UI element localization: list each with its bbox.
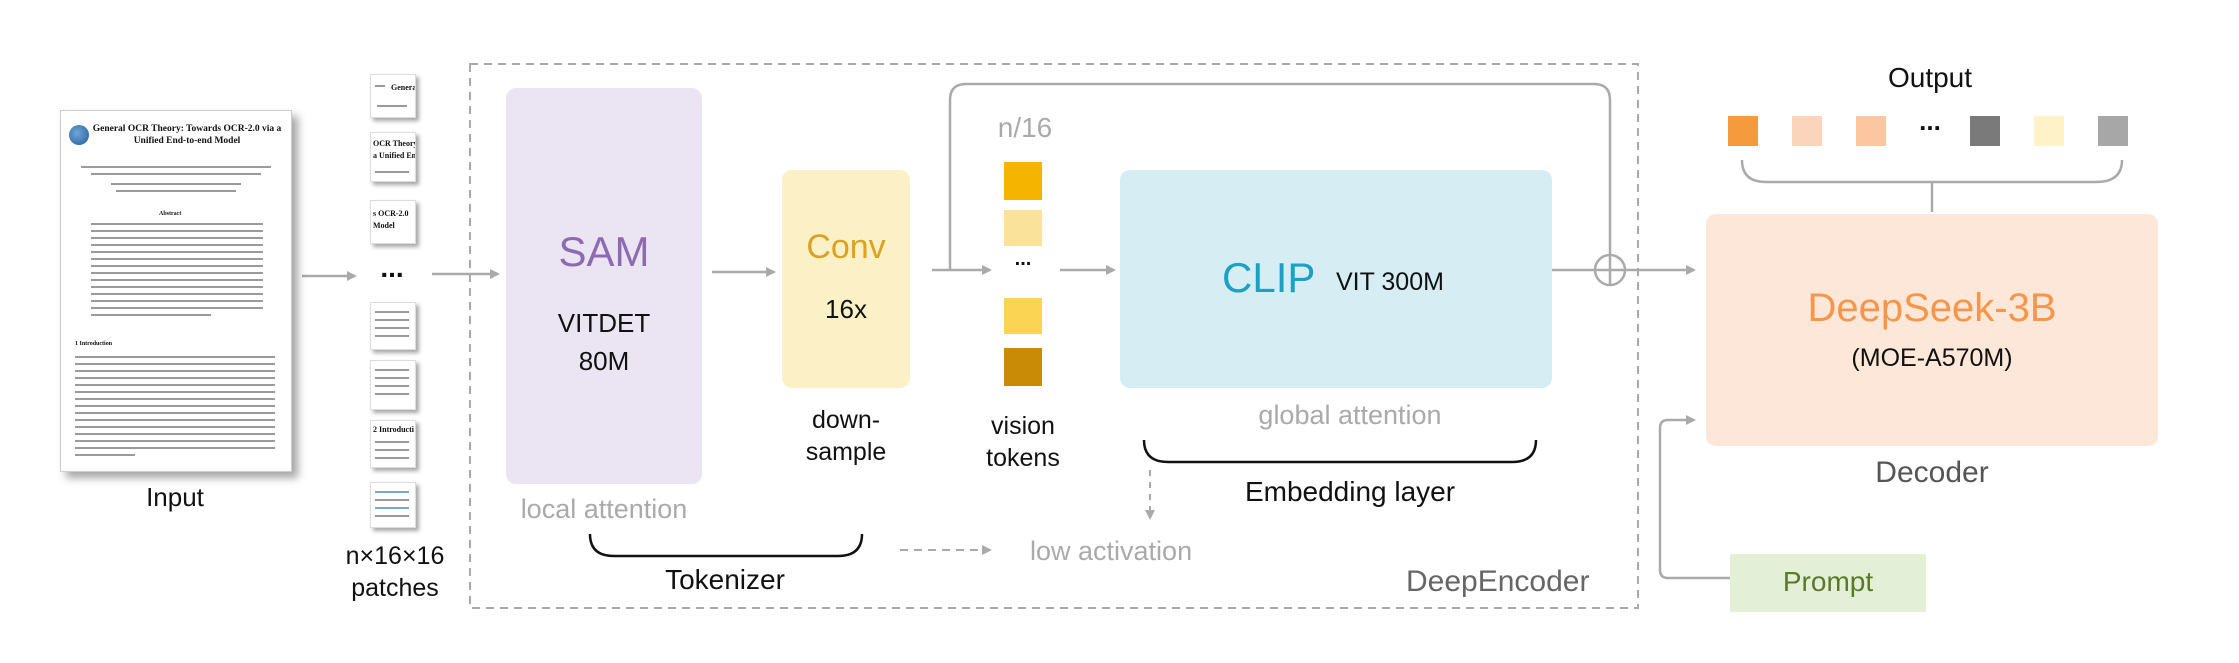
sam-block <box>506 88 702 484</box>
vision-token <box>1004 210 1042 246</box>
sam-subtitle: VITDET 80M <box>557 308 651 376</box>
decoder-label: Decoder <box>1875 456 1989 489</box>
sam-caption: local attention <box>520 494 688 524</box>
tokenizer-brace <box>588 533 864 558</box>
deepencoder-border <box>469 63 1639 609</box>
embedding-layer-label: Embedding layer <box>1244 476 1456 507</box>
vision-tokens-caption: vision tokens <box>986 412 1060 472</box>
deepencoder-label: DeepEncoder <box>1406 565 1590 598</box>
patch-7 <box>370 482 416 528</box>
output-token <box>1856 116 1886 146</box>
document-logo-icon <box>69 125 89 145</box>
patch-2: OCR Theory: a Unified End <box>370 132 416 182</box>
patches-ellipsis: ... <box>380 252 404 283</box>
patch-1: Genera <box>370 74 416 118</box>
abstract-heading: Abstract <box>159 211 182 217</box>
clip-subtitle: VIT 300M <box>1336 268 1444 296</box>
output-label: Output <box>1887 62 1973 93</box>
output-token <box>1792 116 1822 146</box>
conv-subtitle: 16x <box>825 294 867 324</box>
output-token <box>2034 116 2064 146</box>
embedding-brace <box>1142 439 1538 464</box>
sam-title: SAM <box>558 228 650 275</box>
patch-6: 2 Introducti <box>370 420 416 468</box>
prompt-label: Prompt <box>1782 566 1874 597</box>
vision-token <box>1004 298 1042 334</box>
patch-5 <box>370 360 416 410</box>
patch-4 <box>370 302 416 350</box>
clip-title: CLIP <box>1222 254 1316 301</box>
vision-token <box>1004 348 1042 386</box>
conv-title: Conv <box>806 228 886 266</box>
output-brace <box>1740 159 2124 184</box>
arrow-prompt-to-decoder <box>1658 415 1730 580</box>
vision-token-count: n/16 <box>997 112 1053 143</box>
conv-block <box>782 170 910 388</box>
patches-label: n×16×16 patches <box>345 542 445 602</box>
clip-caption: global attention <box>1258 400 1442 430</box>
output-token <box>2098 116 2128 146</box>
low-activation-label: low activation <box>1030 536 1193 566</box>
output-ellipsis: ... <box>1919 106 1941 136</box>
clip-block <box>1120 170 1552 388</box>
input-label: Input <box>146 482 204 512</box>
decoder-block <box>1706 214 2158 446</box>
output-token <box>1970 116 2000 146</box>
decoder-title: DeepSeek-3B <box>1807 286 2057 330</box>
output-token <box>1728 116 1758 146</box>
tokenizer-label: Tokenizer <box>665 564 785 595</box>
skip-connection <box>948 82 1612 270</box>
patch-3: s OCR-2.0 Model <box>370 200 416 244</box>
intro-heading: 1 Introduction <box>75 341 113 347</box>
vision-tokens-ellipsis: ... <box>1014 248 1032 270</box>
decoder-subtitle: (MOE-A570M) <box>1851 344 2013 372</box>
conv-caption: down- sample <box>805 406 887 466</box>
input-document-thumbnail: General OCR Theory: Towards OCR-2.0 via … <box>60 110 292 472</box>
document-title: General OCR Theory: Towards OCR-2.0 via … <box>92 124 282 146</box>
vision-token <box>1004 162 1042 200</box>
prompt-block <box>1730 554 1926 612</box>
